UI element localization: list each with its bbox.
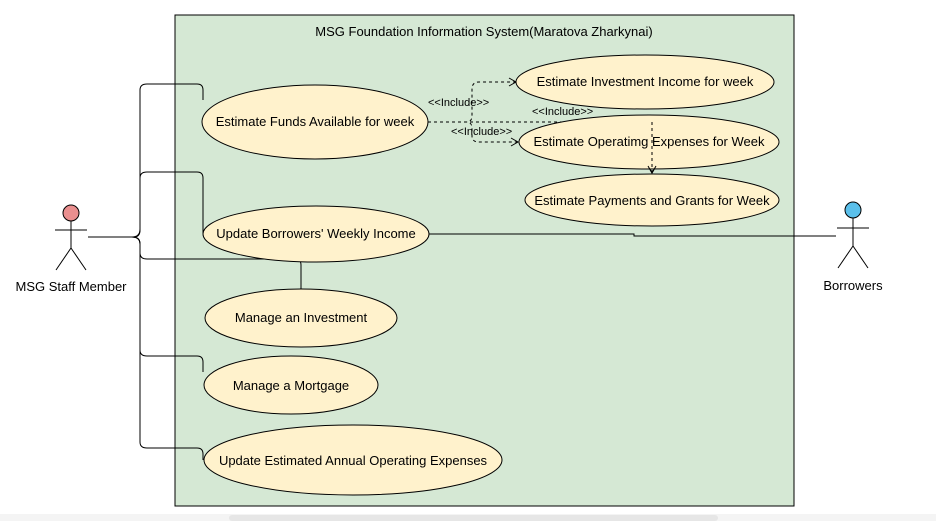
system-title: MSG Foundation Information System(Marato… — [315, 24, 652, 39]
assoc-borrowers — [428, 233, 836, 237]
usecase-estimate-operating-expenses[interactable]: Estimate Operatimg Expenses for Week — [518, 114, 780, 170]
actor-borrowers[interactable] — [837, 201, 869, 269]
usecase-manage-investment-label: Manage an Investment — [235, 310, 368, 325]
include-label-3: <<Include>> — [451, 126, 512, 138]
include-to-investment-income — [428, 77, 518, 123]
actor-staff-member[interactable] — [55, 204, 87, 271]
usecase-update-annual-expenses[interactable]: Update Estimated Annual Operating Expens… — [203, 424, 503, 496]
actor-staff-head-icon — [62, 204, 80, 222]
usecase-manage-investment[interactable]: Manage an Investment — [204, 288, 398, 348]
usecase-estimate-payments-grants[interactable]: Estimate Payments and Grants for Week — [524, 173, 780, 227]
staff-associations — [88, 83, 302, 460]
usecase-manage-mortgage[interactable]: Manage a Mortgage — [203, 355, 379, 415]
assoc-update-borrowers — [88, 171, 204, 238]
usecase-estimate-operating-expenses-label: Estimate Operatimg Expenses for Week — [534, 134, 765, 149]
usecase-estimate-investment-income-label: Estimate Investment Income for week — [537, 74, 754, 89]
usecase-update-borrowers-income-label: Update Borrowers' Weekly Income — [216, 226, 416, 241]
usecase-manage-mortgage-label: Manage a Mortgage — [233, 378, 349, 393]
actor-staff-label: MSG Staff Member — [15, 279, 127, 294]
assoc-update-annual — [88, 236, 204, 460]
include-label-2: <<Include>> — [532, 106, 593, 118]
actor-borrowers-head-icon — [844, 201, 862, 219]
actor-borrowers-label: Borrowers — [823, 278, 883, 293]
horizontal-scrollbar[interactable] — [229, 515, 718, 521]
usecase-update-borrowers-income[interactable]: Update Borrowers' Weekly Income — [202, 205, 430, 263]
usecase-estimate-payments-grants-label: Estimate Payments and Grants for Week — [534, 193, 770, 208]
usecase-estimate-funds[interactable]: Estimate Funds Available for week — [201, 84, 429, 160]
usecase-update-annual-expenses-label: Update Estimated Annual Operating Expens… — [219, 453, 488, 468]
usecase-estimate-funds-label: Estimate Funds Available for week — [216, 114, 415, 129]
include-label-1: <<Include>> — [428, 97, 489, 109]
usecase-estimate-investment-income[interactable]: Estimate Investment Income for week — [515, 54, 775, 110]
